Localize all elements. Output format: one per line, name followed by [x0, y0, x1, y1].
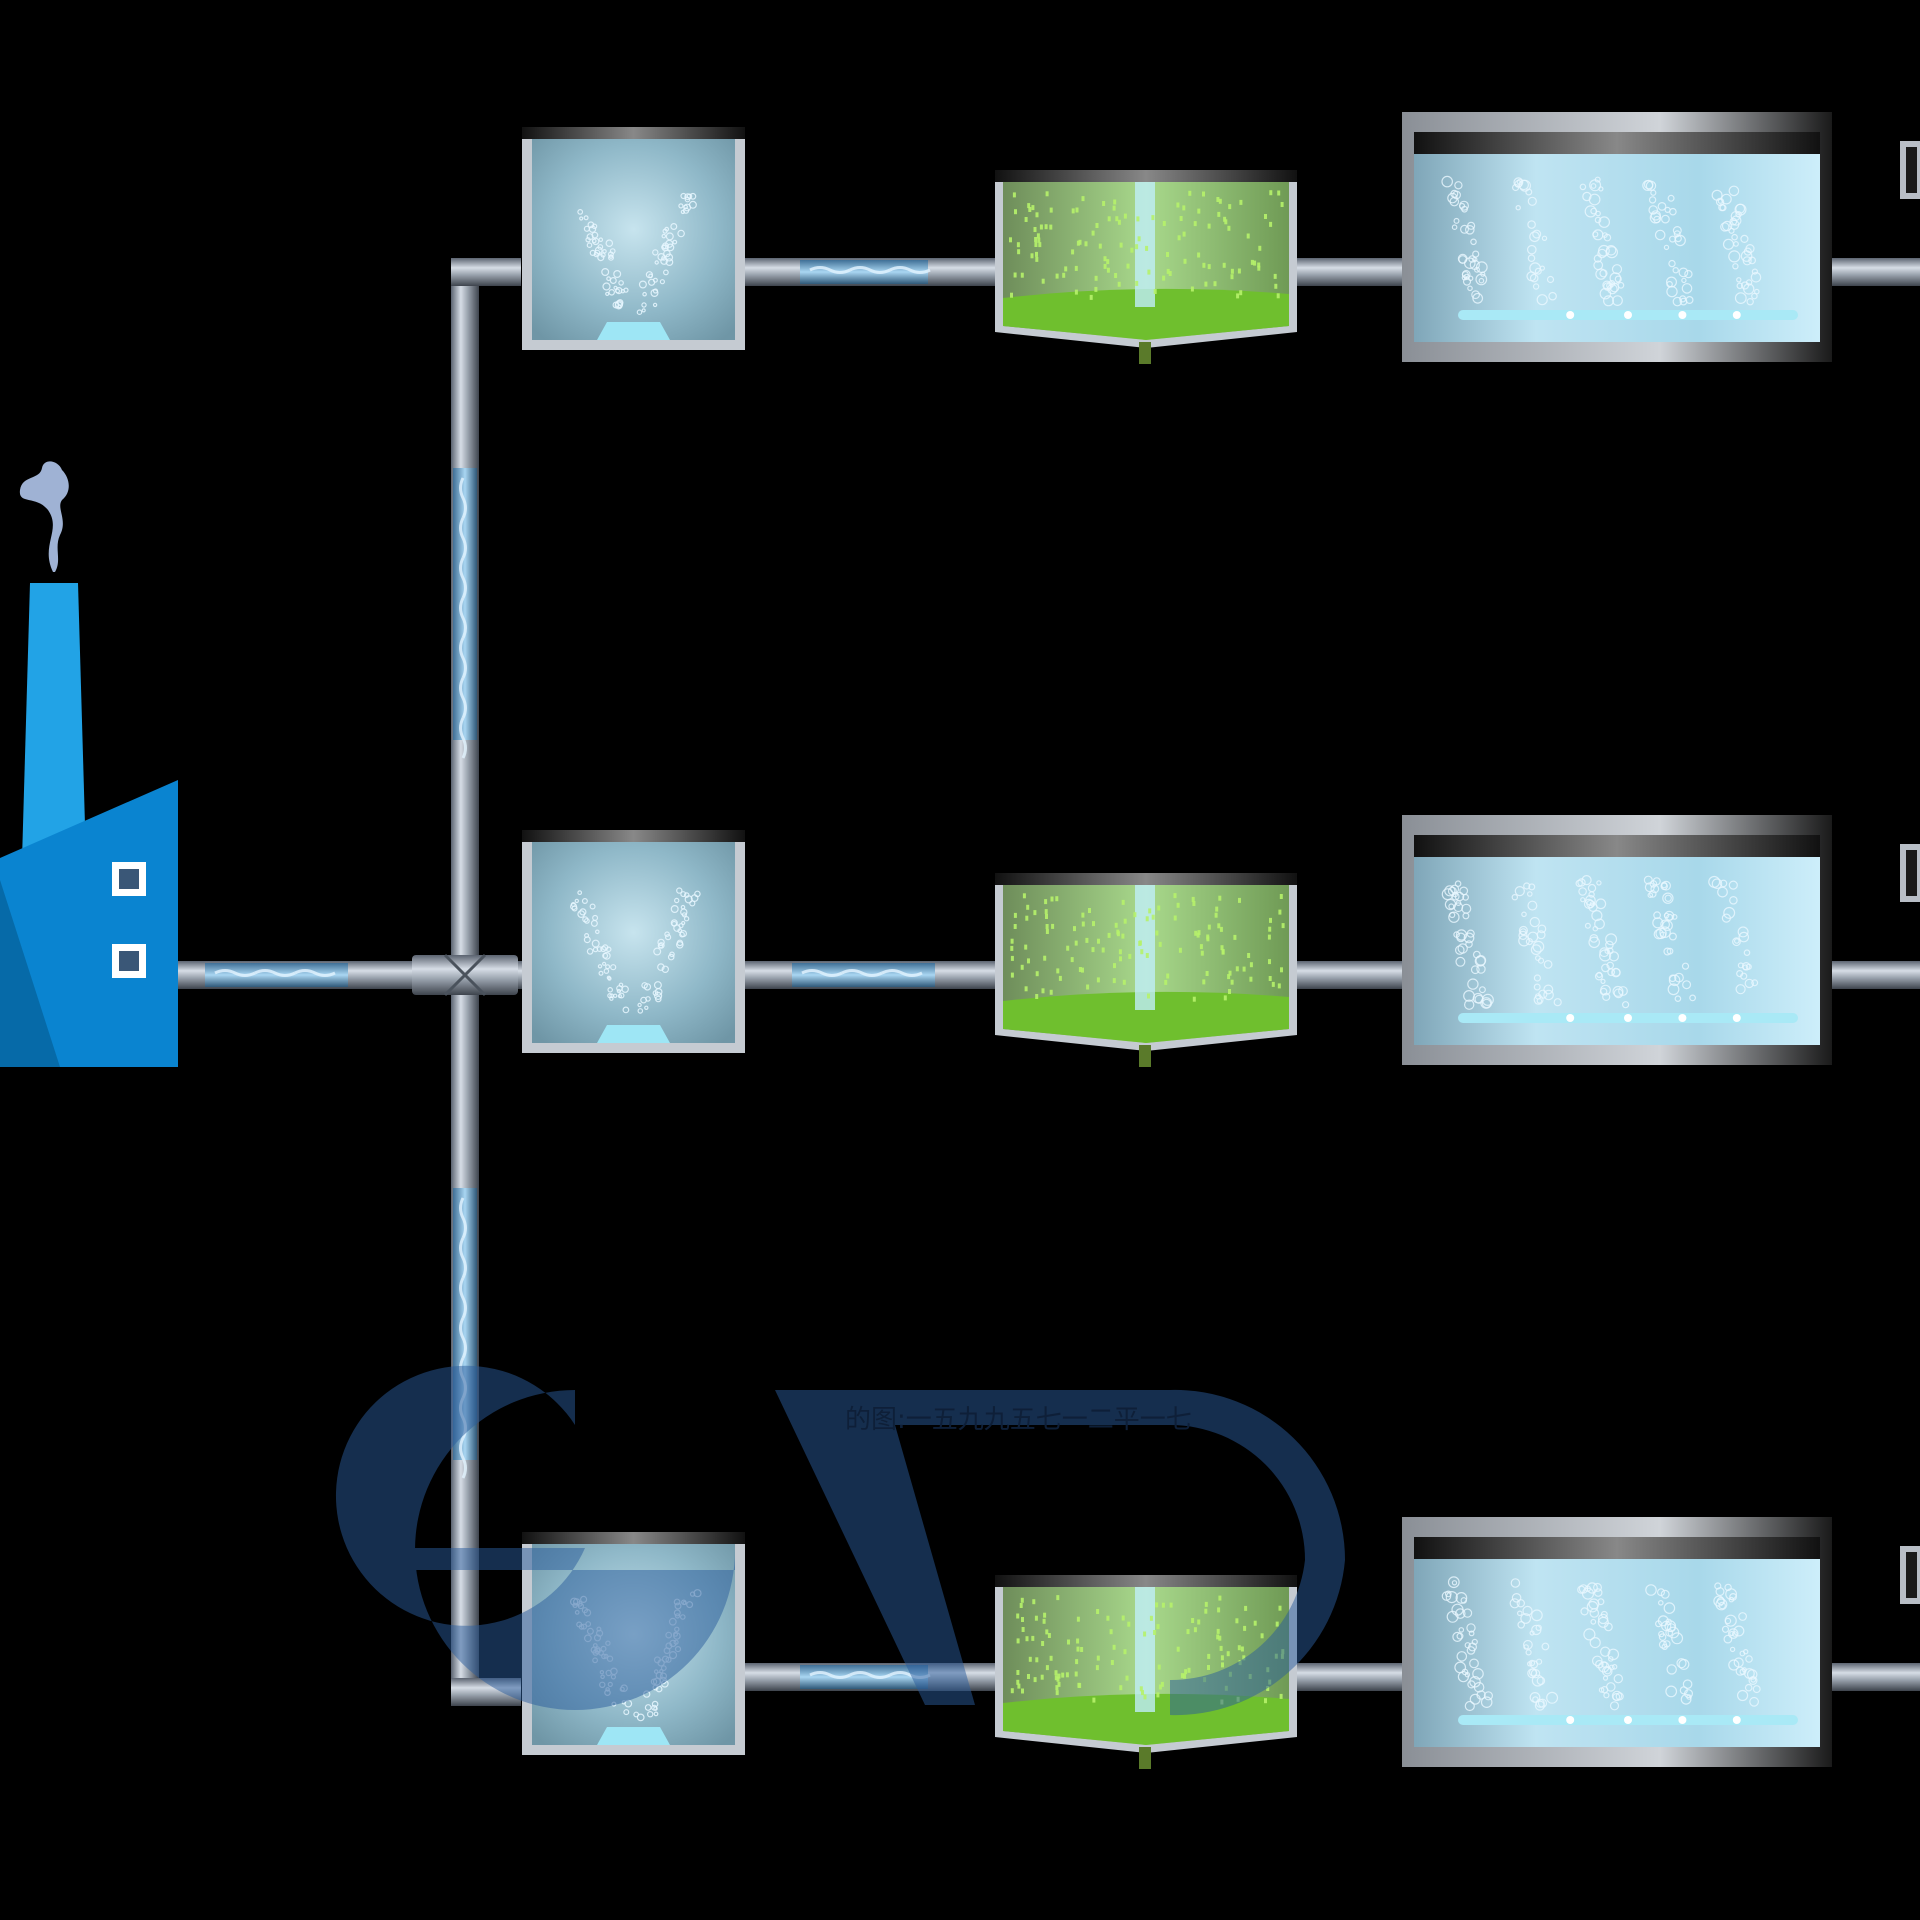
watermark: 的图:一五九九五七一二平一七: [335, 1365, 1345, 1716]
diffuser-icon: [597, 1727, 670, 1745]
sedimentation-tank-1: [995, 170, 1297, 364]
watermark-number: 的图:一五九九五七一二平一七: [845, 1405, 1192, 1435]
sludge-outlet: [1139, 1045, 1151, 1067]
aeration-tank-3: [1402, 1517, 1832, 1767]
pipe-sed-to-aer-3: [1295, 1663, 1402, 1691]
pipe-outlet-2: [1832, 961, 1920, 989]
aeration-tank-1: [1402, 112, 1832, 362]
next-stage-stub-3: [1900, 1546, 1920, 1604]
center-baffle: [1135, 885, 1155, 1010]
sedimentation-tank-2: [995, 873, 1297, 1067]
factory-building: [0, 780, 178, 1067]
flow-mix-to-sed-3: [800, 1665, 928, 1689]
watermark-logo-z: [775, 1389, 1345, 1716]
pipe-sed-to-aer-1: [1295, 258, 1402, 286]
pipe-outlet-1: [1832, 258, 1920, 286]
center-baffle: [1135, 1587, 1155, 1712]
aeration-tank-2: [1402, 815, 1832, 1065]
factory: [0, 461, 178, 1067]
mixing-tank-2: [522, 830, 745, 1053]
diffuser-icon: [597, 322, 670, 340]
flow-mix-to-sed-1: [800, 260, 928, 284]
next-stage-stub-2: [1900, 844, 1920, 902]
smoke-icon: [19, 461, 69, 572]
next-stage-stub-1: [1900, 141, 1920, 199]
sludge-layer: [1003, 288, 1289, 340]
pipe-network: [178, 141, 1920, 1706]
pipe-outlet-3: [1832, 1663, 1920, 1691]
treatment-lines: [522, 112, 1832, 1769]
pipe-sed-to-aer-2: [1295, 961, 1402, 989]
sludge-layer: [1003, 991, 1289, 1043]
factory-chimney: [22, 583, 86, 860]
sludge-outlet: [1139, 342, 1151, 364]
diffuser-icon: [597, 1025, 670, 1043]
sludge-outlet: [1139, 1747, 1151, 1769]
elbow-top: [451, 258, 521, 286]
mixing-tank-1: [522, 127, 745, 350]
center-baffle: [1135, 182, 1155, 307]
watermark-logo-g: [335, 1365, 735, 1710]
